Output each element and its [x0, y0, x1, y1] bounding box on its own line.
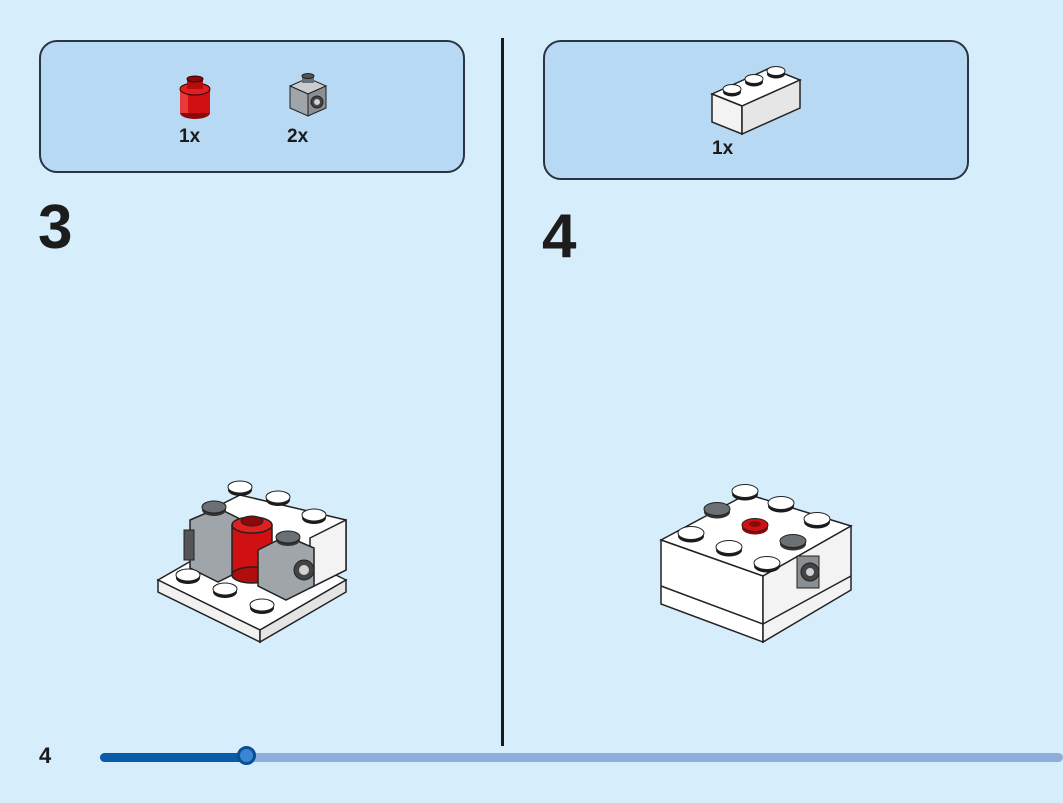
progress-knob[interactable] — [237, 746, 257, 765]
white-1x3-brick-icon — [710, 66, 802, 136]
page-number: 4 — [39, 743, 52, 768]
part-quantity: 1x — [179, 126, 201, 147]
part-quantity: 2x — [287, 126, 309, 147]
gray-bracket-brick-icon — [288, 73, 328, 117]
step-number: 3 — [38, 193, 73, 262]
part-quantity: 1x — [712, 138, 734, 159]
step-number: 4 — [542, 202, 577, 271]
progress-fill — [100, 753, 248, 762]
step-3-model-illustration — [156, 480, 348, 644]
parts-callout-step-3: 1x 2x — [39, 40, 465, 173]
red-round-brick-icon — [179, 75, 211, 119]
progress-bar — [100, 746, 1063, 765]
step-4-model-illustration — [659, 484, 853, 644]
parts-callout-step-4: 1x — [543, 40, 969, 180]
step-divider — [501, 38, 504, 746]
